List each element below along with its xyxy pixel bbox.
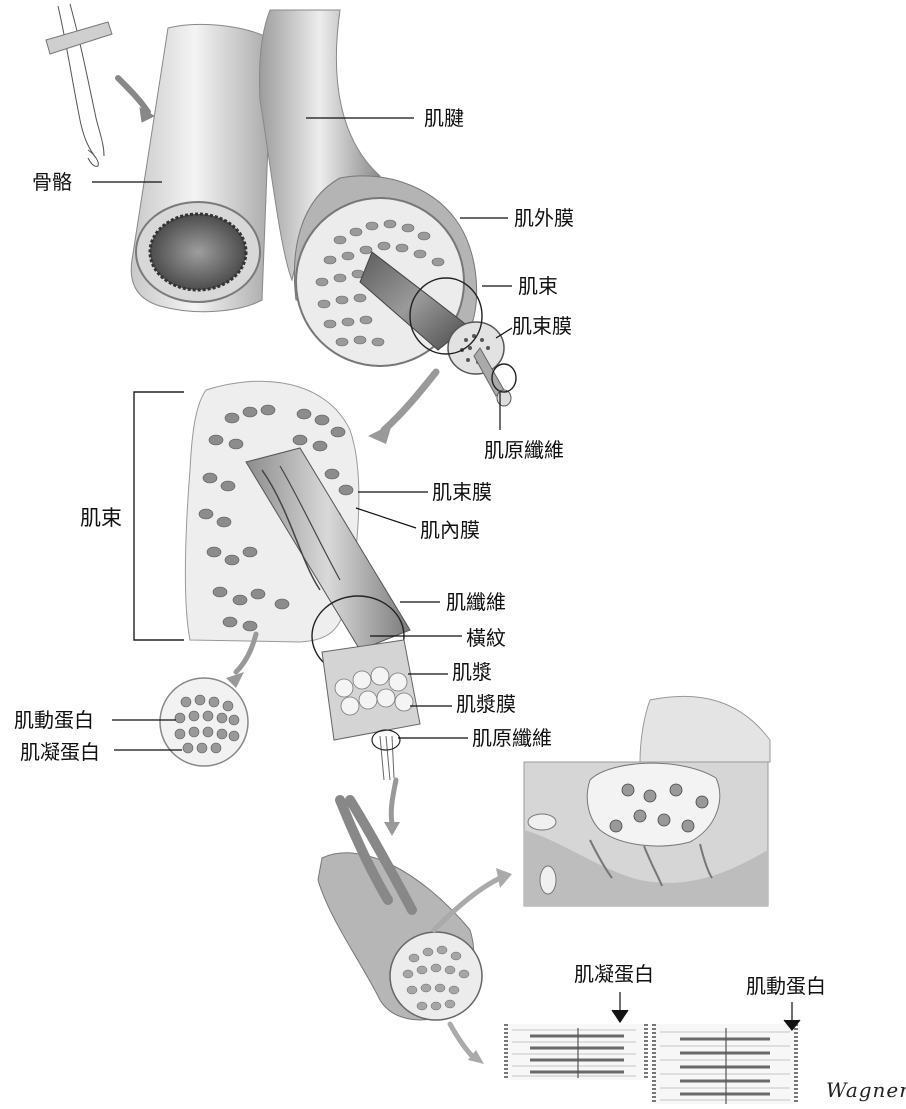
label-endomysium: 肌內膜 [420,520,480,540]
label-sarcolemma: 肌漿膜 [456,694,516,714]
arm-sketch [46,4,154,166]
artist-signature: Wagner [826,1078,906,1102]
label-myosin-bottom: 肌凝蛋白 [574,964,654,984]
fascicle-bracket [134,392,184,640]
label-tendon: 肌腱 [424,108,464,128]
label-perimysium-top: 肌束膜 [512,316,572,336]
label-perimysium-mid: 肌束膜 [432,482,492,502]
label-actin-bottom: 肌動蛋白 [746,976,826,996]
label-myosin-left: 肌凝蛋白 [20,742,100,762]
label-myofibril-top: 肌原纖維 [484,440,564,460]
label-actin-left: 肌動蛋白 [14,710,94,730]
label-bone: 骨骼 [32,172,72,192]
label-myofibril-mid: 肌原纖維 [472,728,552,748]
label-striation: 橫紋 [466,628,506,648]
bone-illustration [131,24,272,311]
label-epimysium: 肌外膜 [514,208,574,228]
label-sarcoplasm: 肌漿 [452,662,492,682]
label-fascicle-bracket: 肌束 [80,508,122,529]
sarcomere-right [654,1024,796,1104]
synapse-inset [524,696,770,906]
label-muscle-fiber: 肌纖維 [446,592,506,612]
filament-cross-section [160,678,248,766]
sarcomere-left [506,1024,646,1080]
muscle-fiber-nerve [318,780,512,1064]
tendon-muscle-illustration [259,10,516,444]
label-fascicle-top: 肌束 [518,276,558,296]
